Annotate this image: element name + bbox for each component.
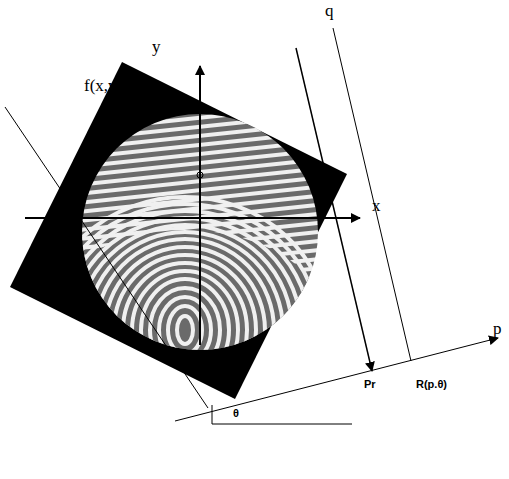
projection-line	[333, 28, 411, 361]
x-axis	[25, 217, 360, 219]
projection-ray	[296, 48, 372, 371]
axis-label: y	[152, 38, 161, 55]
axis-label: q	[325, 2, 334, 19]
p-axis	[175, 338, 498, 421]
transform-label: R(p.θ)	[416, 379, 447, 390]
origin-mark	[197, 172, 203, 178]
angle-label: θ	[233, 408, 239, 419]
projection-line	[5, 107, 208, 408]
axis-label: x	[372, 197, 381, 214]
point-label: Pr	[364, 379, 376, 390]
angle-tick	[212, 405, 213, 424]
y-axis	[199, 66, 201, 345]
horizontal-reference	[212, 424, 352, 425]
axis-label: p	[493, 320, 502, 337]
fingerprint	[35, 110, 335, 463]
function-label: f(x,y)	[84, 77, 122, 94]
